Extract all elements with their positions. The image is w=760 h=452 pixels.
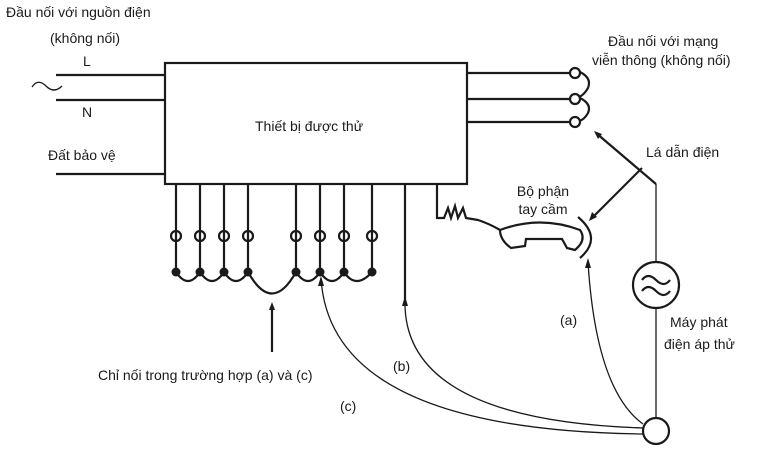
bottom-terminal-open [217,229,231,243]
test-lead-a [587,261,644,425]
bottom-terminal-open [289,229,303,243]
protective-earth-label: Đất bảo vệ [48,147,116,163]
foil-leader-line [591,167,643,219]
telecom-terminal-sublabel: viễn thông (không nối) [592,52,731,68]
telecom-jumper-1 [578,71,591,99]
equipment-box [163,61,469,186]
ac-source-icon [31,81,63,91]
bottom-terminal-open [169,229,183,243]
conductive-foil [577,216,593,259]
telecom-terminal-3 [568,115,582,129]
equipment-label: Thiết bị được thử [255,118,364,134]
conductive-foil-label: Lá dẫn điện [646,144,720,160]
generator-sublabel: điện áp thử [664,336,735,352]
common-point [641,416,671,446]
arrowhead-b [402,296,408,306]
bottom-terminal-open [337,229,351,243]
handset-icon [498,221,584,252]
case-a-label: (a) [560,312,578,328]
bottom-terminal-open [193,229,207,243]
arrowhead-c [318,276,324,286]
arrowhead-foil [589,212,597,221]
foil-lead-upper [595,132,657,185]
handset-cord [435,184,501,231]
handset-sublabel: tay cầm [518,201,568,217]
connect-only-note: Chỉ nối trong trường hợp (a) và (c) [98,367,313,383]
case-c-label: (c) [340,398,357,414]
handset-label: Bộ phận [516,183,570,199]
telecom-terminal-label: Đầu nối với mạng [608,33,719,49]
line-l-label: L [83,53,91,69]
telecom-jumper-2 [578,97,591,123]
bottom-jumper-middle [247,271,297,295]
bottom-terminal-open [365,229,379,243]
mains-terminal-sublabel: (không nối) [50,30,121,46]
bottom-terminal-open [313,229,327,243]
telecom-terminal-2 [568,92,582,106]
telecom-terminal-1 [568,66,582,80]
bottom-terminal-open [241,229,255,243]
bottom-terminals [169,184,379,277]
generator-label: Máy phát [670,314,728,330]
test-voltage-generator [631,260,681,310]
generator-tilde-icon [641,274,671,286]
generator-tilde-icon [641,285,671,297]
test-lead-b [404,299,644,429]
note-arrowhead [269,302,275,310]
case-b-label: (b) [393,358,411,374]
bottom-jumpers-left [175,270,249,283]
arrowhead-a [585,258,591,268]
line-n-label: N [82,104,93,120]
mains-terminal-label: Đầu nối với nguồn điện [6,4,151,20]
arrowhead-telecom [594,131,602,139]
bottom-jumpers-right [295,270,373,283]
test-lead-c [320,277,644,435]
